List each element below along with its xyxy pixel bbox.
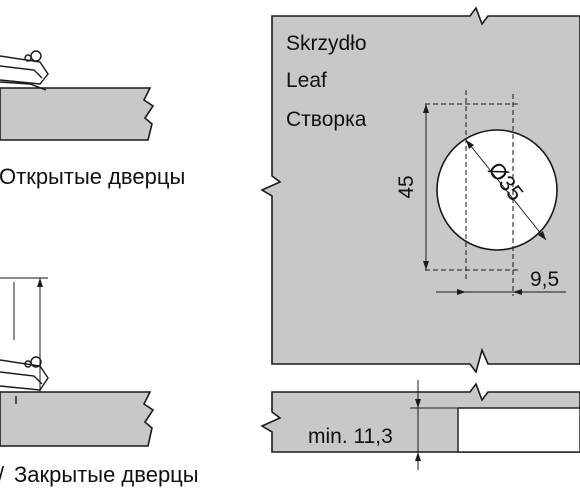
dim-45-arrow-top xyxy=(423,104,429,113)
closed-door-hinge-arm xyxy=(0,359,49,391)
closed-door-hinge-screw-small xyxy=(24,360,32,368)
closed-door-dimension-arrow xyxy=(37,278,43,287)
dim-min-arrow-bottom xyxy=(415,452,421,461)
leaf-label-pl: Skrzydło xyxy=(286,32,367,55)
open-door-hinge-screw xyxy=(30,50,42,62)
closed-doors-prefix: / xyxy=(0,462,5,487)
open-door-panel xyxy=(0,87,155,141)
diameter-line xyxy=(465,139,547,241)
dim-9-5-label: 9,5 xyxy=(530,268,559,291)
open-door-hinge-screw-small xyxy=(24,54,32,62)
dim-45-label: 45 xyxy=(395,175,418,198)
open-door-hinge-arm xyxy=(0,55,49,85)
leaf-front-view: Skrzydło Leaf Створка Ø35 45 9,5 xyxy=(260,6,580,374)
closed-doors-caption: Закрытые дверцы xyxy=(14,462,199,487)
open-door-hinge-plate xyxy=(0,81,47,91)
open-door-hinge-cup xyxy=(0,65,43,79)
closed-door-hinge-cup xyxy=(0,371,43,385)
dim-9-5-arrow-right xyxy=(513,289,522,295)
dim-min-arrow-top xyxy=(415,399,421,408)
diameter-arrow-bottom xyxy=(538,231,546,240)
dim-45-arrow-bottom xyxy=(423,261,429,270)
cup-hole xyxy=(436,129,558,251)
diameter-arrow-top xyxy=(466,140,474,149)
dim-9-5-arrow-left xyxy=(457,289,466,295)
cup-pocket xyxy=(457,407,580,453)
closed-door-view: / Закрытые дверцы xyxy=(0,277,199,487)
open-door-view: Открытые дверцы xyxy=(0,50,185,189)
leaf-panel xyxy=(260,6,580,374)
leaf-section-view: min. 11,3 xyxy=(260,380,580,470)
leaf-label-ru: Створка xyxy=(286,108,367,131)
dim-min-label: min. 11,3 xyxy=(308,425,393,448)
closed-door-panel xyxy=(0,391,155,447)
open-doors-caption: Открытые дверцы xyxy=(0,164,185,189)
leaf-label-en: Leaf xyxy=(286,69,327,92)
